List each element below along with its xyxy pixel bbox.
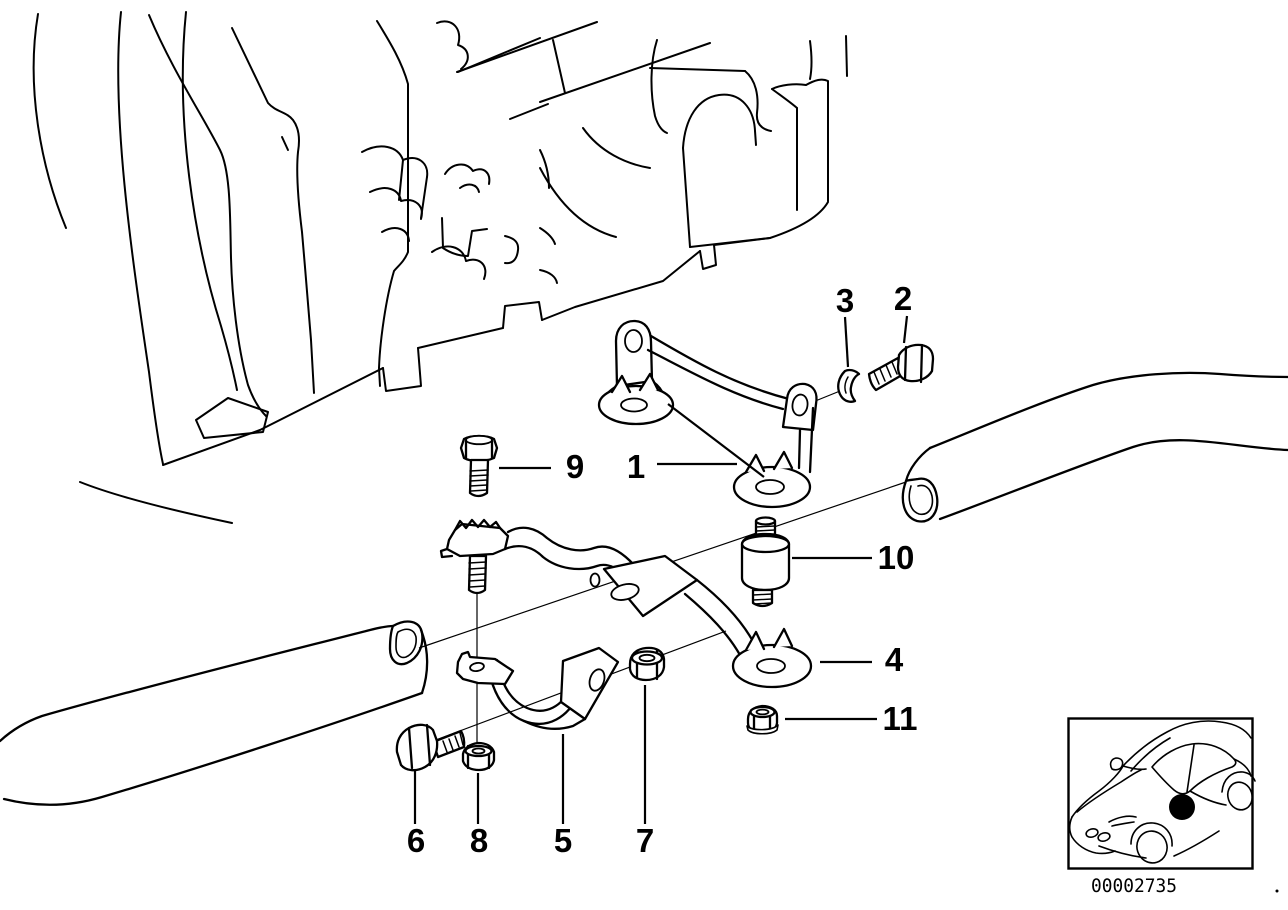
- drawing-number: 00002735: [1091, 875, 1177, 897]
- callout-3[interactable]: 3: [836, 282, 854, 319]
- callout-5[interactable]: 5: [554, 822, 572, 859]
- leader-2: [902, 315, 909, 344]
- engine-block-drawing: [32, 11, 848, 524]
- callout-labels: 1 2 3 4 5 6 7 8 9 10 11: [407, 280, 918, 859]
- exhaust-pipe-right-drawing: [901, 371, 1288, 523]
- callout-8[interactable]: 8: [470, 822, 488, 859]
- callout-11[interactable]: 11: [883, 700, 918, 737]
- car-location-inset: [1067, 717, 1256, 870]
- callout-2[interactable]: 2: [894, 280, 912, 317]
- callout-leader-lines: [413, 315, 909, 824]
- part-rubber-mount-10: [740, 516, 791, 608]
- vehicle-silhouette-icon: [1068, 720, 1256, 864]
- part-nut-8: [461, 741, 496, 772]
- callout-10[interactable]: 10: [878, 539, 915, 576]
- part-strap-bracket-4: [439, 518, 813, 689]
- part-bolt-9: [459, 434, 499, 498]
- part-nut-7: [628, 646, 666, 682]
- part-location-dot: [1169, 794, 1195, 820]
- exhaust-pipe-left-drawing: [0, 620, 429, 806]
- leader-3: [843, 316, 850, 368]
- callout-7[interactable]: 7: [636, 822, 654, 859]
- stray-dot: [1275, 889, 1279, 893]
- part-nut-11: [746, 704, 779, 735]
- callout-4[interactable]: 4: [885, 641, 904, 678]
- callout-9[interactable]: 9: [566, 448, 584, 485]
- callout-6[interactable]: 6: [407, 822, 425, 859]
- leader-1-diagonal: [667, 403, 765, 478]
- callout-1[interactable]: 1: [627, 448, 645, 485]
- part-bracket-upper: [597, 319, 818, 509]
- part-washer-3: [837, 368, 861, 403]
- part-bolt-6: [395, 723, 466, 772]
- part-bolt-2: [867, 343, 935, 392]
- part-clamp-5: [455, 646, 620, 730]
